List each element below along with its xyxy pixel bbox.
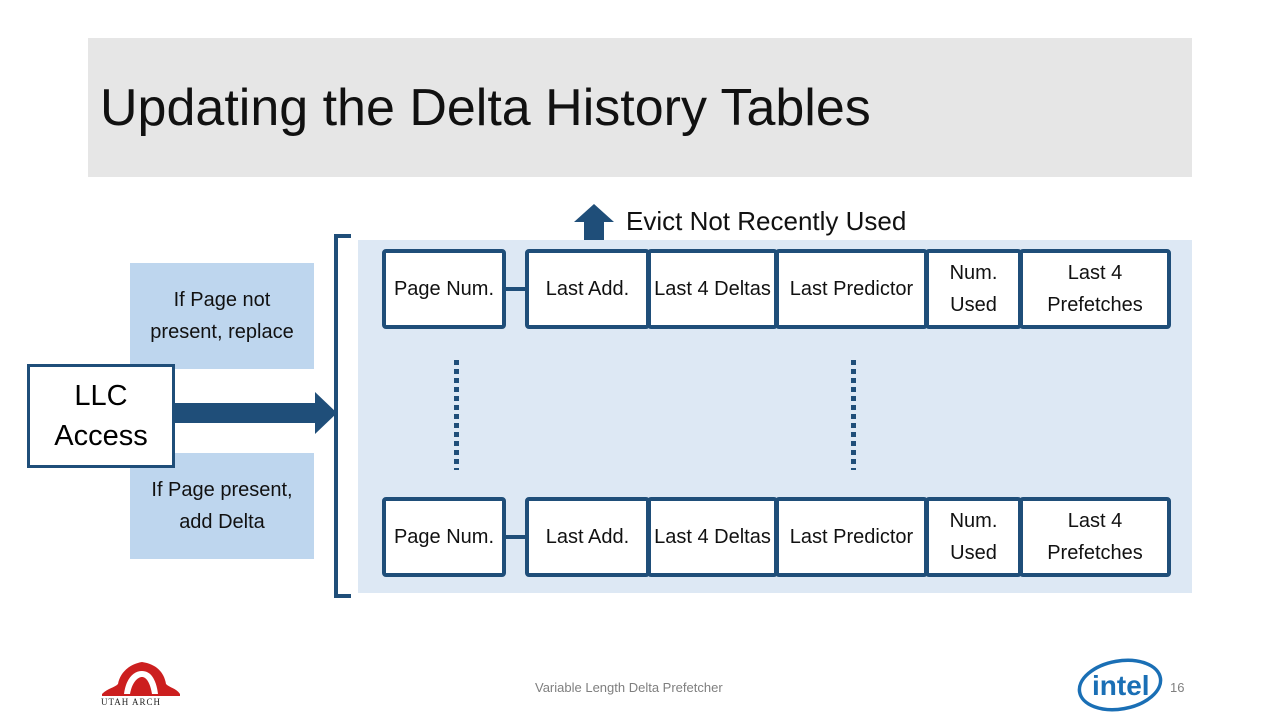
note-page-not-present: If Page not present, replace xyxy=(130,263,314,369)
note-page-present: If Page present, add Delta xyxy=(130,453,314,559)
row2-page-num: Page Num. xyxy=(382,497,506,577)
row1-connector xyxy=(506,287,528,291)
llc-access-box: LLC Access xyxy=(27,364,175,468)
row2-last-add: Last Add. xyxy=(525,497,650,577)
row2-num-used: Num. Used xyxy=(925,497,1022,577)
row1-page-num: Page Num. xyxy=(382,249,506,329)
intel-logo-text: intel xyxy=(1092,670,1150,701)
row1-last-predictor: Last Predictor xyxy=(775,249,928,329)
row2-connector xyxy=(506,535,528,539)
row2-last-4-deltas: Last 4 Deltas xyxy=(647,497,778,577)
page-number: 16 xyxy=(1170,680,1185,695)
row1-num-used: Num. Used xyxy=(925,249,1022,329)
row2-last-predictor: Last Predictor xyxy=(775,497,928,577)
slide-title: Updating the Delta History Tables xyxy=(100,79,871,137)
row-continuation-dots-left xyxy=(454,360,459,470)
title-bar: Updating the Delta History Tables xyxy=(88,38,1192,177)
right-arrow-icon xyxy=(172,392,337,434)
row2-last-4-prefetches: Last 4 Prefetches xyxy=(1019,497,1171,577)
row1-last-add: Last Add. xyxy=(525,249,650,329)
row1-last-4-prefetches: Last 4 Prefetches xyxy=(1019,249,1171,329)
row-continuation-dots-right xyxy=(851,360,856,470)
evict-label: Evict Not Recently Used xyxy=(626,206,907,236)
footer-text: Variable Length Delta Prefetcher xyxy=(535,680,723,695)
up-arrow-icon xyxy=(574,204,614,241)
utah-arch-wordmark: UTAH ARCH xyxy=(101,697,162,707)
left-bracket xyxy=(334,234,351,598)
utah-arch-logo xyxy=(102,662,180,696)
intel-logo: intel xyxy=(1077,658,1163,712)
row1-last-4-deltas: Last 4 Deltas xyxy=(647,249,778,329)
